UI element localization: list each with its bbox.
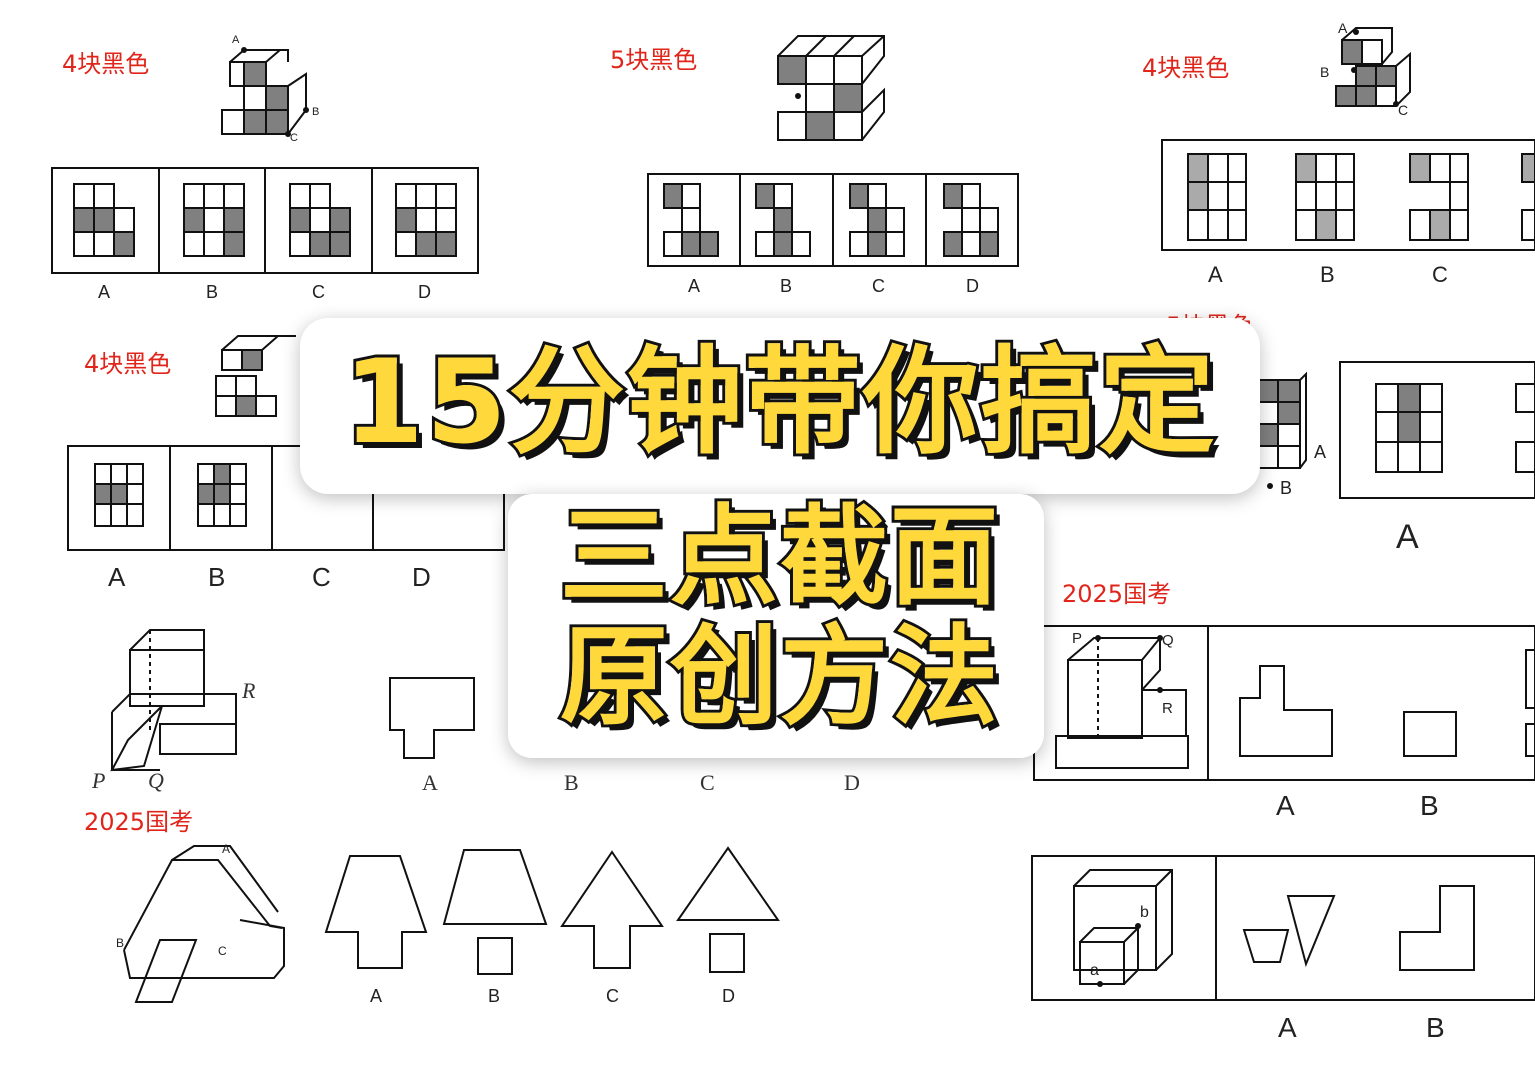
- q3-black-count-label: 4块黑色: [1142, 54, 1230, 82]
- step-option-c: C: [700, 770, 715, 795]
- step-option-b: B: [564, 770, 579, 795]
- exam-tag-left: 2025国考: [84, 808, 194, 836]
- ab-cube-option-a: A: [1278, 1012, 1297, 1043]
- q2-black-count-label: 5块黑色: [610, 46, 698, 74]
- q5-cube-figure: [1255, 371, 1307, 469]
- point-label-b2: B: [1320, 64, 1330, 80]
- ab-cube-solid: [1073, 869, 1173, 985]
- point-label-b4: B: [1280, 478, 1293, 498]
- q3-option-b: B: [1320, 262, 1335, 287]
- q3-option-a: A: [1208, 262, 1223, 287]
- cutout-option-shapes: [389, 677, 475, 759]
- tri-option-c: C: [606, 986, 619, 1006]
- tri-option-d: D: [722, 986, 735, 1006]
- banner-line-3: 原创方法: [557, 615, 1001, 741]
- ab-cube-options: [1242, 885, 1475, 971]
- q2-option-a: A: [688, 276, 701, 296]
- q1-option-c: C: [312, 282, 325, 302]
- q3-option-c: C: [1432, 262, 1448, 287]
- point-label-c3: C: [218, 944, 227, 958]
- q2-option-grids: [663, 183, 999, 257]
- q2-option-b: B: [780, 276, 793, 296]
- banner-line-1: 15分钟带你搞定: [340, 335, 1217, 471]
- tri-option-b: B: [488, 986, 501, 1006]
- point-label-b: B: [312, 106, 320, 118]
- q4-option-grids: [94, 463, 247, 527]
- q2-cube-figure: [777, 35, 885, 141]
- point-label-q2: Q: [1162, 632, 1174, 649]
- exam-tag-right: 2025国考: [1062, 580, 1172, 608]
- point-label-a: A: [232, 34, 240, 46]
- pqr-right-options: [1239, 649, 1535, 757]
- title-banner: 15分钟带你搞定 三点截面 原创方法: [300, 318, 1260, 758]
- point-label-c: C: [290, 132, 298, 144]
- q2-option-c: C: [872, 276, 885, 296]
- banner-backdrop-2: [508, 494, 1044, 758]
- pqr-right-option-a: A: [1276, 790, 1295, 821]
- q1-option-grids: [73, 183, 457, 257]
- q1-cube-figure: [221, 49, 307, 135]
- pqr-step-solid: [110, 629, 237, 772]
- q1-black-count-label: 4块黑色: [62, 50, 150, 78]
- banner-backdrop-1: [300, 318, 1260, 494]
- point-label-a-lower: a: [1090, 962, 1099, 979]
- q5-option-grids: [1375, 383, 1535, 473]
- q4-option-a: A: [108, 562, 126, 592]
- step-option-a: A: [422, 770, 438, 795]
- q4-option-d: D: [412, 562, 431, 592]
- q5-option-a: A: [1396, 518, 1419, 556]
- point-label-r: R: [242, 678, 256, 703]
- q2-option-d: D: [966, 276, 979, 296]
- triangle-option-shapes: [324, 846, 780, 975]
- point-label-p2: P: [1072, 630, 1083, 647]
- point-label-q: Q: [148, 768, 164, 793]
- pqr-right-option-b: B: [1420, 790, 1439, 821]
- q4-option-b: B: [208, 562, 226, 592]
- point-label-a4: A: [1314, 442, 1327, 462]
- q4-cube-figure: [215, 335, 296, 417]
- q3-option-grids: [1187, 153, 1535, 241]
- q4-option-c: C: [312, 562, 331, 592]
- q1-option-d: D: [418, 282, 431, 302]
- point-label-a2: A: [1338, 20, 1348, 36]
- triangle-bridge-solid: [123, 845, 285, 1003]
- q4-black-count-label: 4块黑色: [84, 350, 172, 378]
- point-label-r2: R: [1162, 700, 1173, 717]
- ab-cube-option-b: B: [1426, 1012, 1445, 1043]
- q1-option-a: A: [98, 282, 111, 302]
- banner-line-2: 三点截面: [557, 495, 1001, 621]
- step-option-d: D: [844, 770, 860, 795]
- point-label-b-lower: b: [1140, 904, 1149, 921]
- point-label-b3: B: [116, 936, 125, 950]
- tri-option-a: A: [370, 986, 383, 1006]
- q3-cube-figure: [1335, 27, 1411, 107]
- point-label-c2: C: [1398, 102, 1409, 118]
- q1-option-b: B: [206, 282, 219, 302]
- point-label-a3: A: [222, 842, 231, 856]
- point-label-p: P: [92, 768, 106, 793]
